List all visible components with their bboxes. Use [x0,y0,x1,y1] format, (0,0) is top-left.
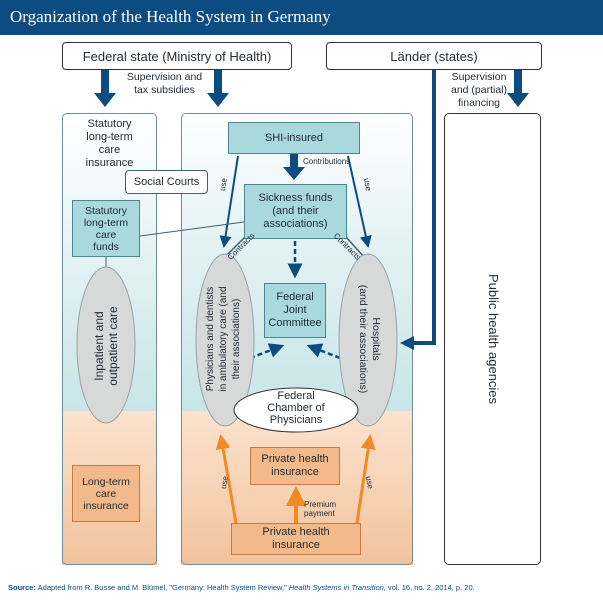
hospitals-ellipse [338,253,398,427]
physicians-ellipse [195,253,255,427]
shi-insured-box: SHI-insured [228,122,360,154]
arrow-federal-to-shi [207,70,229,107]
arrow-private-use-hospitals [355,434,376,524]
public-health-frame [444,113,541,565]
arrow-hospitals-to-committee [306,343,341,360]
arrow-physicians-to-committee [249,343,285,360]
social-courts-box: Social Courts [125,170,208,194]
arrow-federal-to-ltc [94,70,116,107]
shi-insured-label: SHI-insured [264,131,324,144]
diagram-title: Organization of the Health System in Ger… [10,7,331,26]
header-bar: Organization of the Health System in Ger… [0,0,603,35]
federal-state-box: Federal state (Ministry of Health) [62,42,292,70]
social-courts-label: Social Courts [133,175,200,188]
contributions-label: Contributions [303,157,351,166]
source-note: Source: Adapted from R. Busse and M. Blü… [8,583,475,592]
arrow-use-physicians [219,155,239,248]
line-ltc-funds-to-sickness-funds [139,221,245,237]
ltc-frame [62,113,157,565]
line-contracts-right [345,236,365,258]
arrow-contributions [283,154,305,180]
public-health-agencies-label: Public health agencies [486,273,501,405]
line-contracts-left [224,236,246,258]
federal-state-label: Federal state (Ministry of Health) [82,48,272,64]
inpatient-outpatient-ellipse [76,266,136,424]
hospitals-label: Hospitals(and their associations) [357,284,382,394]
laender-label: Länder (states) [390,48,478,64]
arrow-laender-to-public-health [507,70,529,107]
arrow-use-hospitals [347,155,372,248]
federal-chamber-ellipse [233,387,359,433]
line-laender-to-hospitals [414,70,436,345]
arrow-private-use-physicians [215,434,238,524]
laender-box: Länder (states) [326,42,542,70]
